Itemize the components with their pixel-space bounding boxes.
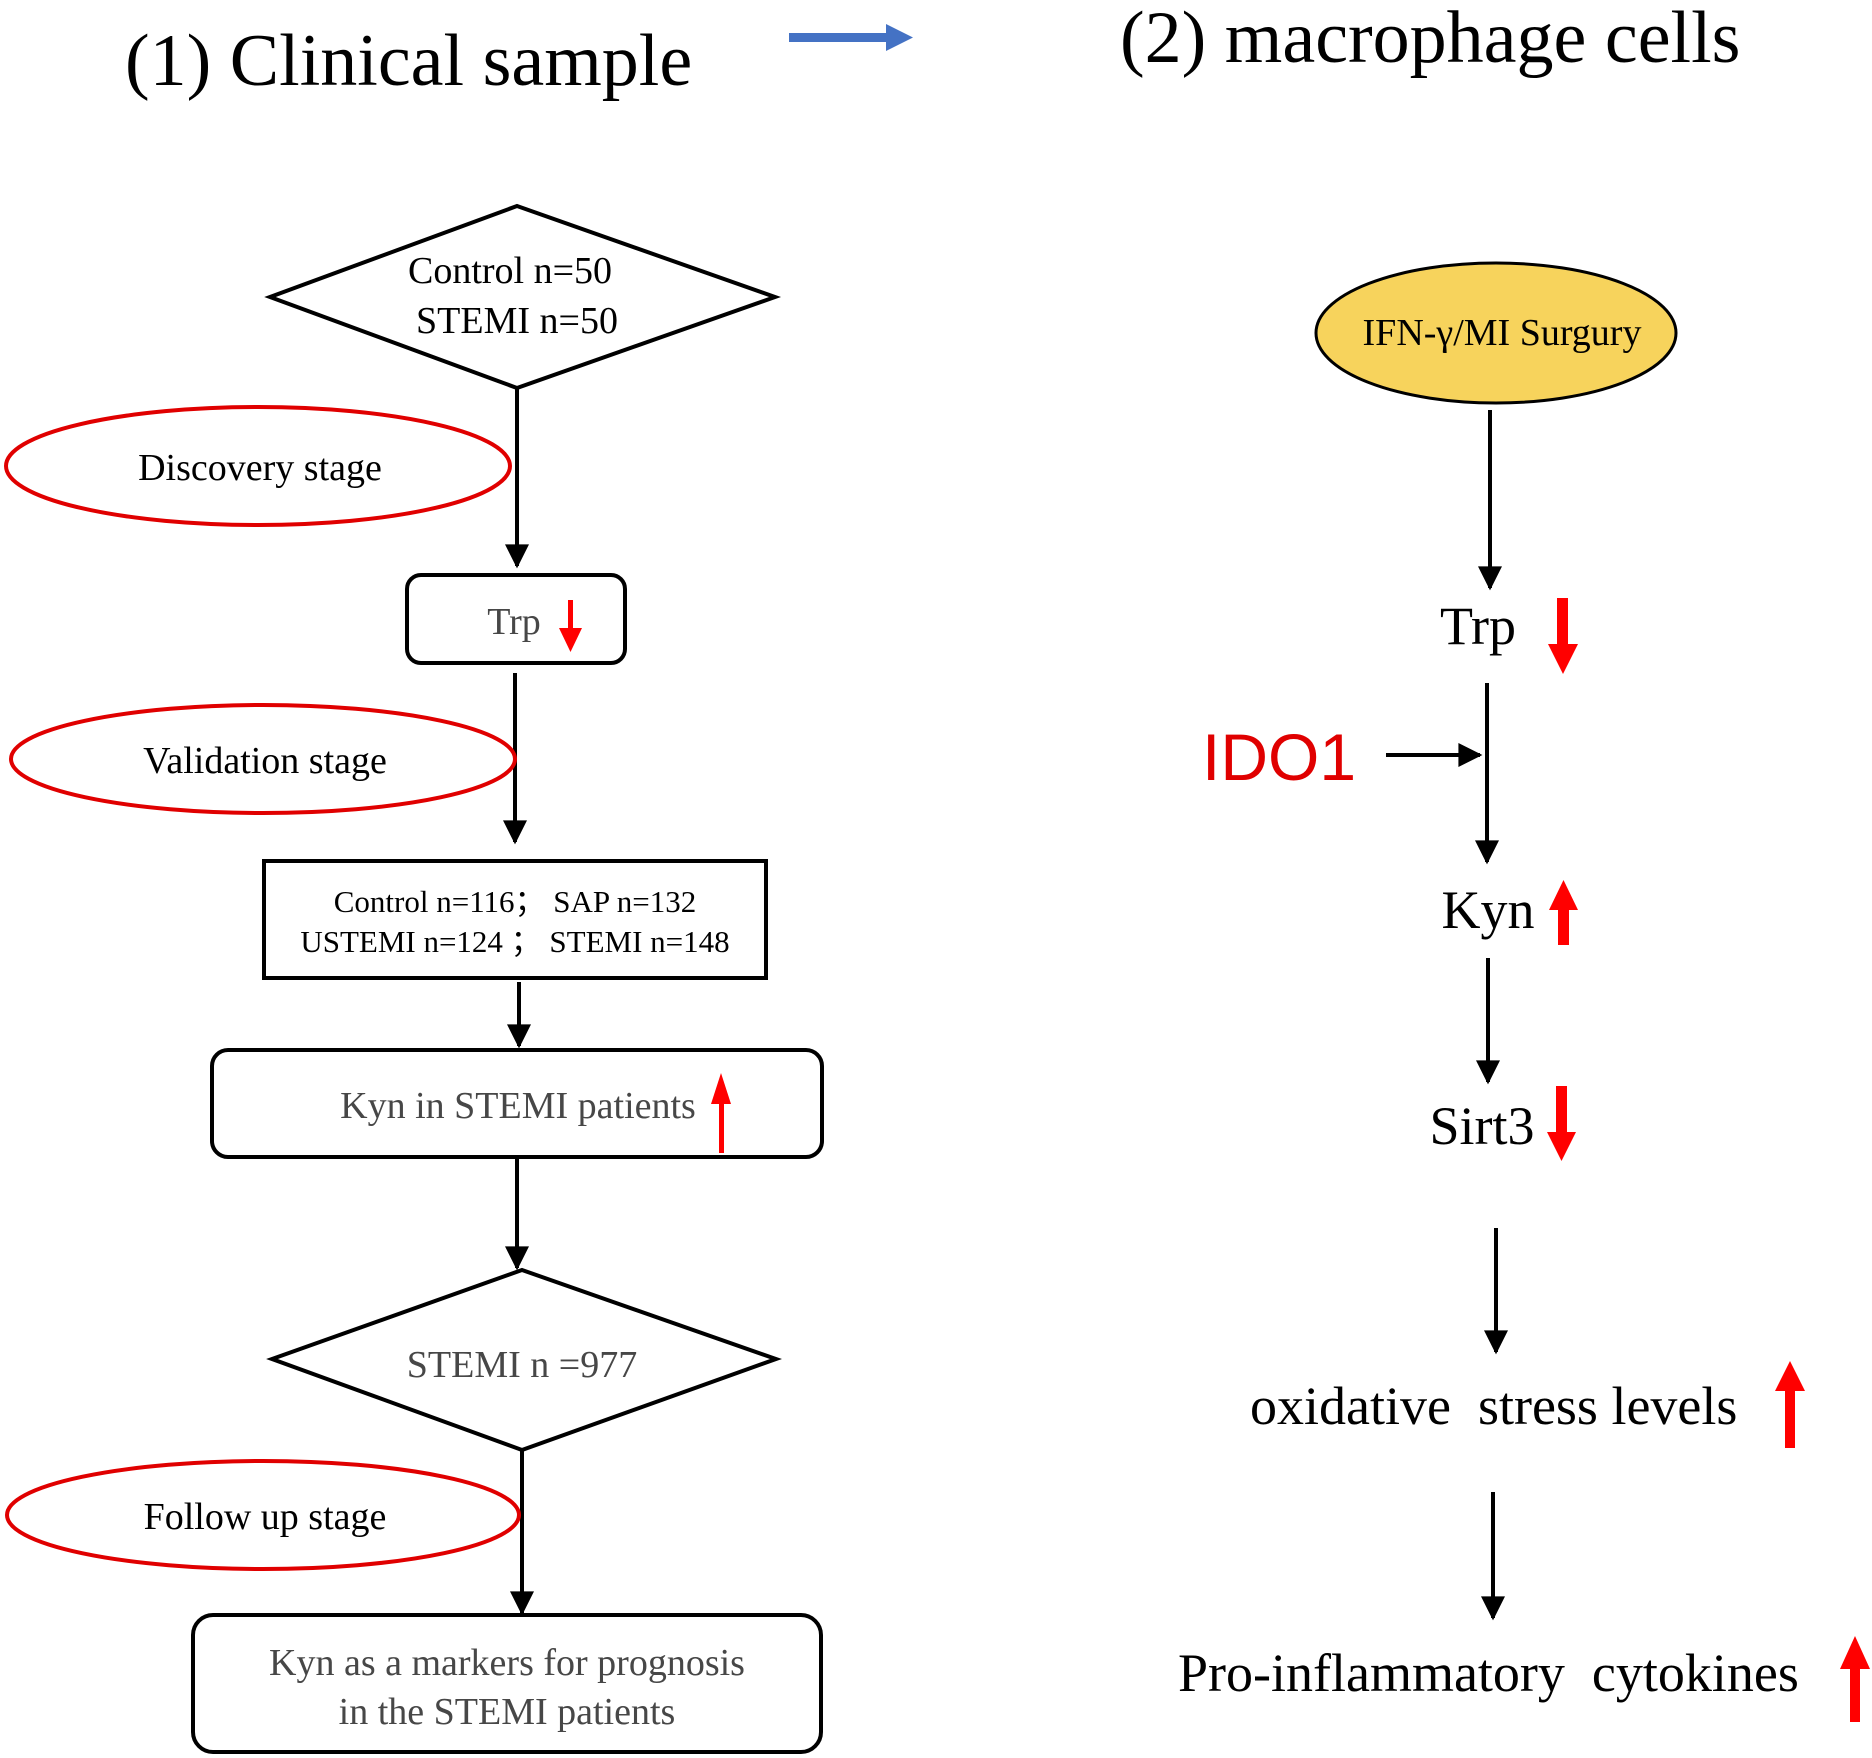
prognosis-result-box: Kyn as a markers for prognosis in the ST…: [191, 1613, 823, 1754]
discovery-stage-label: Discovery stage: [138, 447, 382, 489]
pathway-node-kyn: Kyn: [1442, 880, 1535, 940]
left-section-title: (1) Clinical sample: [125, 20, 692, 102]
validation-cohort-box: Control n=116； SAP n=132 USTEMI n=124 ； …: [262, 859, 768, 980]
pathway-node-oxidative-stress: oxidative stress levels: [1250, 1376, 1737, 1436]
pathway-node-cytokines: Pro-inflammatory cytokines: [1178, 1643, 1799, 1703]
trp-result-label: Trp: [487, 601, 541, 643]
down-arrow-icon: [559, 600, 582, 652]
kyn-result-label: Kyn in STEMI patients: [340, 1085, 696, 1127]
down-arrow-icon: [1547, 1086, 1576, 1161]
validation-stage-ellipse: Validation stage: [9, 703, 517, 815]
validation-cohort-line2: USTEMI n=124 ； STEMI n=148: [300, 924, 729, 959]
up-arrow-icon: [711, 1073, 731, 1153]
discovery-cohort-control: Control n=50: [408, 250, 612, 292]
up-arrow-icon: [1549, 880, 1578, 945]
followup-cohort-diamond: STEMI n =977: [266, 1267, 782, 1453]
trigger-ellipse: IFN-γ/MI Surgury: [1314, 261, 1678, 405]
up-arrow-icon: [1775, 1361, 1805, 1448]
trp-result-box: Trp: [405, 573, 627, 665]
discovery-cohort-stemi: STEMI n=50: [416, 300, 618, 342]
section-transition-arrow-icon: [789, 24, 913, 51]
discovery-stage-ellipse: Discovery stage: [4, 405, 512, 527]
trigger-label: IFN-γ/MI Surgury: [1363, 312, 1642, 354]
followup-stage-ellipse: Follow up stage: [5, 1459, 521, 1571]
enzyme-ido1: IDO1: [1202, 720, 1356, 794]
pathway-node-sirt3: Sirt3: [1429, 1096, 1534, 1156]
followup-stage-label: Follow up stage: [144, 1496, 387, 1538]
prognosis-line1: Kyn as a markers for prognosis: [269, 1642, 745, 1684]
down-arrow-icon: [1548, 598, 1578, 674]
validation-cohort-line1: Control n=116； SAP n=132: [334, 884, 697, 919]
followup-cohort-label: STEMI n =977: [407, 1344, 637, 1386]
pathway-node-trp: Trp: [1440, 596, 1516, 656]
discovery-cohort-diamond: Control n=50 STEMI n=50: [264, 203, 782, 391]
up-arrow-icon: [1840, 1636, 1870, 1722]
right-section-title: (2) macrophage cells: [1120, 0, 1740, 79]
kyn-result-box: Kyn in STEMI patients: [210, 1048, 824, 1159]
validation-stage-label: Validation stage: [143, 740, 387, 782]
prognosis-line2: in the STEMI patients: [339, 1691, 676, 1733]
